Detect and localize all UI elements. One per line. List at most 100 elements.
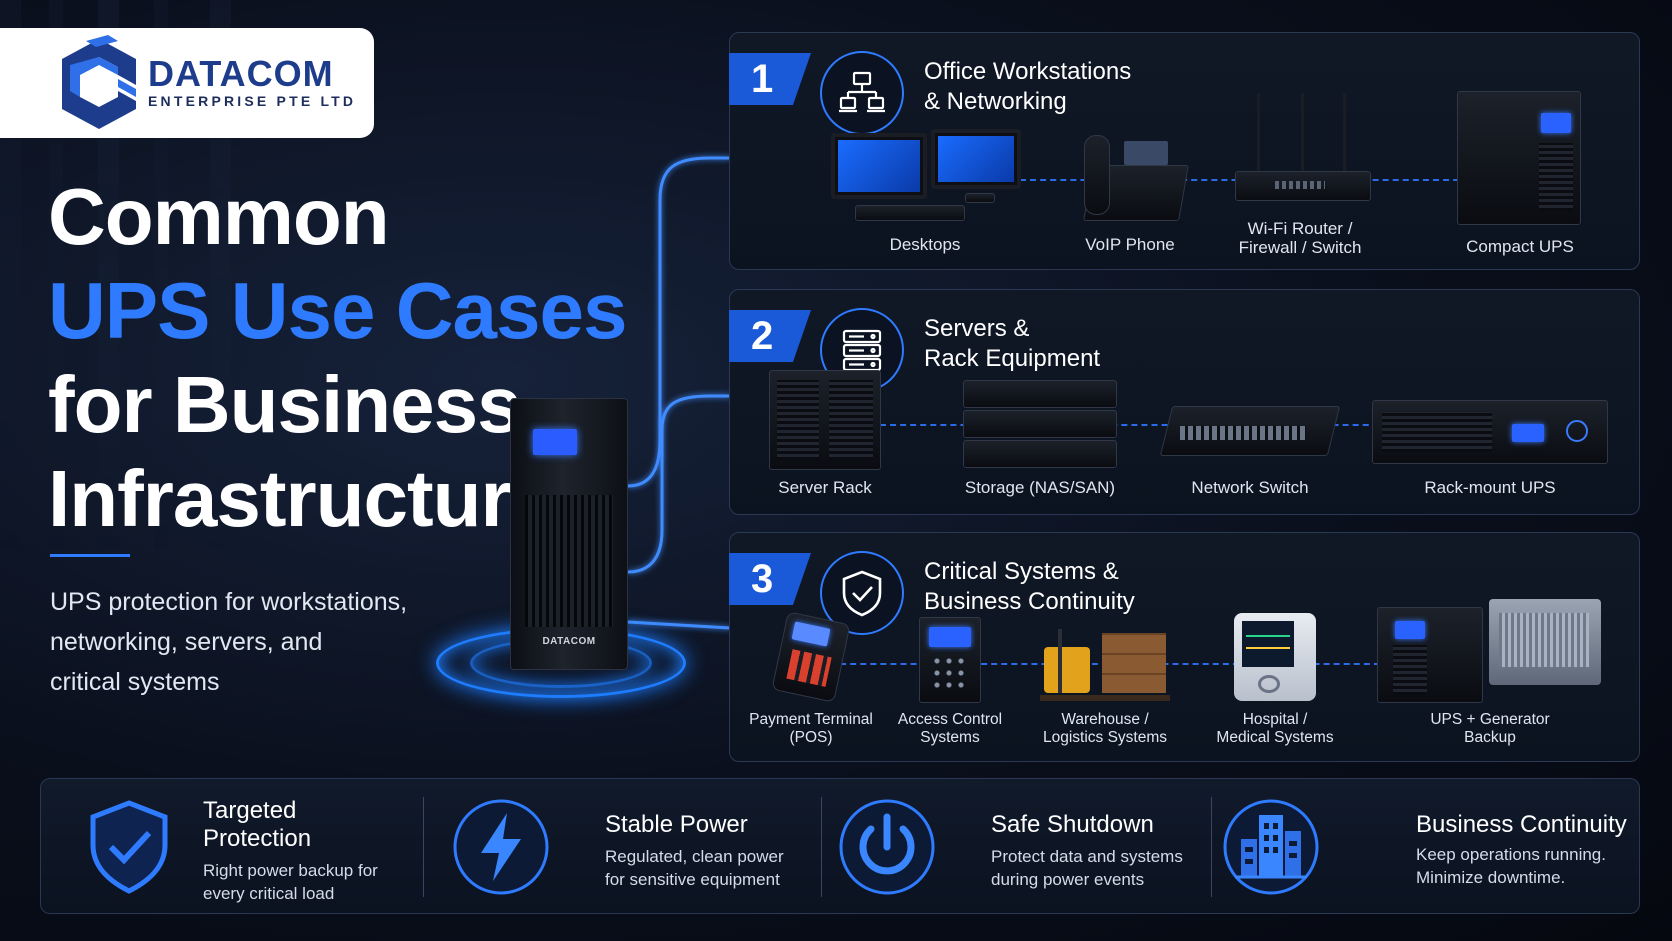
divider [1211, 797, 1212, 897]
brand-name: DATACOM [148, 53, 334, 94]
panel-title-line-1: Office Workstations [924, 58, 1132, 85]
feature-description: Right power backup for every critical lo… [203, 859, 378, 905]
divider [423, 797, 424, 897]
item-label-line-1: Payment Terminal [749, 711, 873, 728]
subtitle-line-3: critical systems [50, 668, 220, 696]
medical-monitor-icon [1234, 613, 1316, 705]
ups-display [533, 429, 577, 455]
ups-vents [525, 495, 613, 627]
page-subtitle: UPS protection for workstations, network… [50, 582, 430, 702]
brand-subtitle: ENTERPRISE PTE LTD [148, 93, 357, 109]
item-voip-phone: VoIP Phone [1050, 129, 1210, 254]
feature-description: Keep operations running. Minimize downti… [1416, 843, 1606, 889]
item-network-switch: Network Switch [1150, 396, 1350, 497]
voip-phone-icon [1070, 129, 1190, 229]
item-label: Wi-Fi Router / Firewall / Switch [1200, 219, 1400, 257]
title-line-2: UPS Use Cases [48, 266, 627, 355]
item-warehouse: Warehouse / Logistics Systems [1020, 617, 1190, 747]
feature-title: Targeted Protection [203, 797, 311, 853]
feature-title: Stable Power [605, 811, 748, 838]
subtitle-line-2: networking, servers, and [50, 628, 323, 656]
network-switch-icon [1159, 396, 1341, 472]
item-label: Desktops [889, 235, 961, 254]
item-label: Storage (NAS/SAN) [964, 478, 1116, 497]
item-label-line-2: (POS) [789, 729, 833, 746]
payment-terminal-icon [771, 611, 851, 705]
panel-title: Servers & Rack Equipment [924, 314, 1100, 374]
desktops-icon [825, 129, 1025, 229]
panel-servers-rack: 2 Servers & Rack Equipment Server Rack S… [729, 289, 1640, 515]
server-rack-icon [769, 370, 881, 472]
item-server-rack: Server Rack [750, 370, 900, 497]
tower-ups-body: DATACOM [510, 398, 628, 670]
shield-check-icon [79, 797, 179, 897]
item-label-line-2: Backup [1464, 729, 1516, 746]
feature-title-line-2: Protection [203, 825, 312, 852]
storage-icon [963, 380, 1117, 472]
item-label: Access Control Systems [880, 711, 1020, 747]
feature-description: Regulated, clean power for sensitive equ… [605, 845, 784, 891]
lightning-icon [451, 797, 551, 897]
feature-stable-power: Stable Power Regulated, clean power for … [441, 779, 831, 915]
item-label-line-1: Wi-Fi Router / [1247, 219, 1353, 238]
panel-title-line-2: Business Continuity [924, 588, 1135, 615]
panel-number: 1 [729, 53, 811, 105]
feature-targeted-protection: Targeted Protection Right power backup f… [41, 779, 441, 915]
item-payment-terminal: Payment Terminal (POS) [736, 611, 886, 747]
item-label: Compact UPS [1466, 237, 1574, 256]
panel-number: 2 [729, 310, 811, 362]
building-icon [1221, 797, 1321, 897]
tower-brand-label: DATACOM [542, 636, 596, 647]
item-hospital: Hospital / Medical Systems [1190, 613, 1360, 747]
title-line-3: for Business [48, 360, 522, 449]
item-label: UPS + Generator Backup [1370, 711, 1610, 747]
item-label-line-1: Access Control [897, 711, 1003, 728]
item-label-line-1: Hospital / [1242, 711, 1308, 728]
panel-office-networking: 1 Office Workstations & Networking Deskt… [729, 32, 1640, 270]
benefits-bar: Targeted Protection Right power backup f… [40, 778, 1640, 914]
feature-business-continuity: Business Continuity Keep operations runn… [1221, 779, 1639, 915]
title-line-4: Infrastructure [48, 454, 555, 543]
feature-title: Business Continuity [1416, 811, 1627, 838]
item-ups-generator: UPS + Generator Backup [1370, 599, 1610, 747]
item-label: Warehouse / Logistics Systems [1020, 711, 1190, 747]
brand-logo: DATACOM ENTERPRISE PTE LTD [0, 28, 374, 138]
router-icon [1225, 93, 1375, 213]
network-icon [820, 51, 904, 135]
panel-title-line-2: & Networking [924, 88, 1067, 115]
item-label-line-2: Systems [920, 729, 980, 746]
feature-desc-line-1: Protect data and systems [991, 847, 1183, 866]
title-line-1: Common [48, 172, 390, 261]
panel-title-line-2: Rack Equipment [924, 345, 1101, 372]
item-label-line-1: Warehouse / [1061, 711, 1149, 728]
item-router: Wi-Fi Router / Firewall / Switch [1200, 93, 1400, 257]
feature-desc-line-2: every critical load [203, 884, 335, 903]
item-access-control: Access Control Systems [880, 617, 1020, 747]
item-label: VoIP Phone [1085, 235, 1175, 254]
item-desktops: Desktops [800, 129, 1050, 254]
warehouse-icon [1040, 617, 1170, 705]
item-storage: Storage (NAS/SAN) [940, 380, 1140, 497]
panel-title-line-1: Critical Systems & [924, 558, 1119, 585]
item-label-line-2: Firewall / Switch [1238, 238, 1362, 257]
item-label: Network Switch [1191, 478, 1309, 497]
panel-title: Office Workstations & Networking [924, 57, 1131, 117]
item-label: Payment Terminal (POS) [736, 711, 886, 747]
rackmount-ups-icon [1372, 394, 1608, 472]
item-label-line-2: Medical Systems [1216, 729, 1334, 746]
compact-ups-icon [1455, 91, 1585, 231]
item-label-line-1: UPS + Generator [1430, 711, 1550, 728]
feature-safe-shutdown: Safe Shutdown Protect data and systems d… [831, 779, 1221, 915]
ups-generator-icon [1377, 599, 1603, 705]
accent-divider [50, 554, 130, 557]
feature-desc-line-1: Keep operations running. [1416, 845, 1606, 864]
tower-ups: DATACOM [430, 398, 700, 698]
feature-title-line-1: Targeted [203, 797, 297, 824]
divider [821, 797, 822, 897]
item-label: Server Rack [778, 478, 872, 497]
feature-desc-line-2: for sensitive equipment [605, 870, 780, 889]
feature-desc-line-2: during power events [991, 870, 1145, 889]
feature-title: Safe Shutdown [991, 811, 1154, 838]
item-compact-ups: Compact UPS [1430, 91, 1610, 256]
item-label: Rack-mount UPS [1424, 478, 1556, 497]
